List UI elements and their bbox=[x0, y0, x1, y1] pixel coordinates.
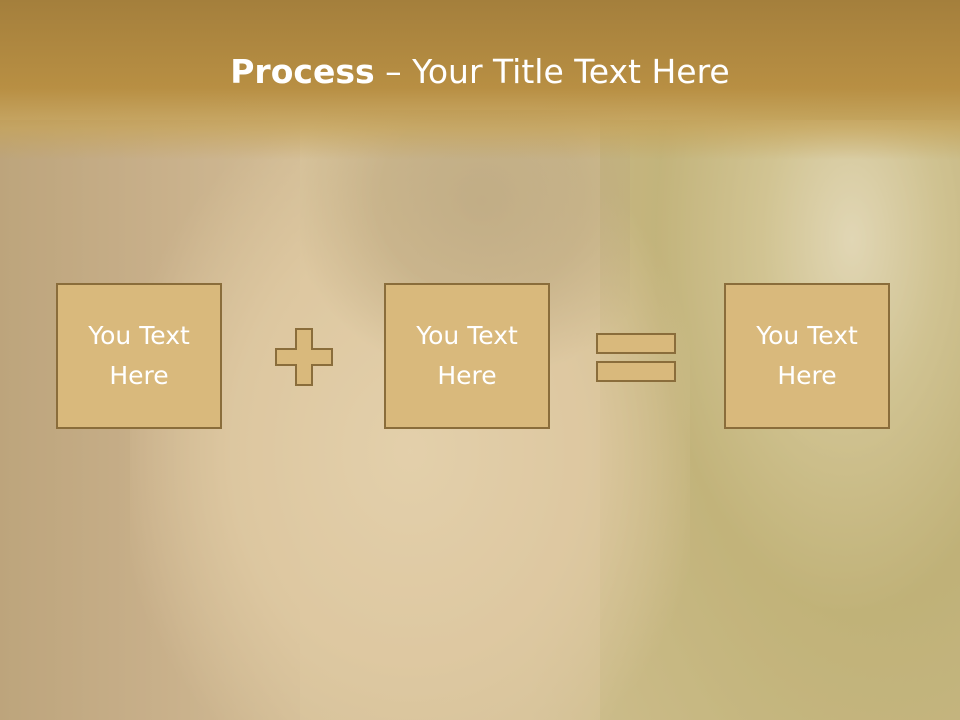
slide-title[interactable]: Process – Your Title Text Here bbox=[0, 52, 960, 91]
title-bold-part: Process bbox=[230, 52, 375, 91]
plus-icon bbox=[275, 328, 333, 386]
header-band bbox=[0, 0, 960, 160]
process-box-2[interactable]: You Text Here bbox=[384, 283, 550, 429]
equals-icon bbox=[596, 333, 676, 382]
process-box-2-text: You Text Here bbox=[416, 321, 518, 390]
title-rest: Your Title Text Here bbox=[412, 52, 730, 91]
process-box-1[interactable]: You Text Here bbox=[56, 283, 222, 429]
title-separator: – bbox=[374, 52, 413, 91]
process-box-3-text: You Text Here bbox=[756, 321, 858, 390]
process-box-1-text: You Text Here bbox=[88, 321, 190, 390]
process-box-3[interactable]: You Text Here bbox=[724, 283, 890, 429]
